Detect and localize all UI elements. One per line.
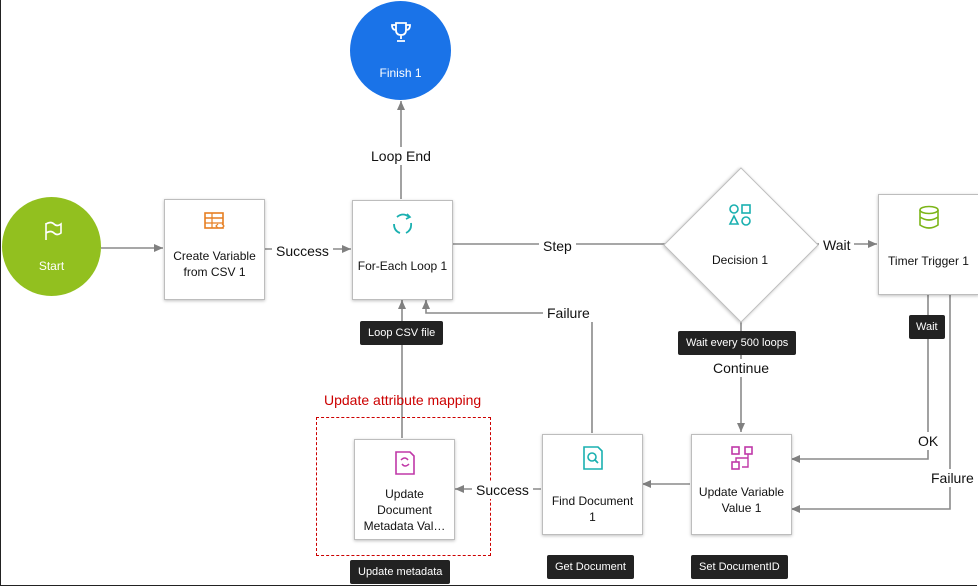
update-variable-label-2: Value 1 <box>721 501 762 515</box>
create-variable-label-2: from CSV 1 <box>183 265 246 279</box>
find-document-label: Find Document 1 <box>551 494 634 524</box>
find-document-node[interactable]: Find Document 1 <box>542 434 643 535</box>
update-document-label-2: Document <box>377 503 432 517</box>
edge-label-success-2: Success <box>472 481 533 499</box>
edge-label-failure-1: Failure <box>543 304 594 322</box>
loop-icon <box>390 211 416 237</box>
tag-loop-csv: Loop CSV file <box>360 321 444 345</box>
edge-label-wait: Wait <box>819 236 855 254</box>
database-icon <box>917 205 941 231</box>
tag-get-document: Get Document <box>547 555 634 579</box>
update-document-label-3: Metadata Val… <box>363 519 446 533</box>
edge-label-failure-2: Failure <box>927 469 978 487</box>
edge-timer-ok <box>791 295 929 463</box>
decision-label: Decision 1 <box>711 253 769 267</box>
update-variable-node[interactable]: Update Variable Value 1 <box>691 434 792 535</box>
start-label: Start <box>38 259 65 273</box>
trophy-icon <box>390 21 412 46</box>
create-variable-node[interactable]: Create Variable from CSV 1 <box>164 199 265 300</box>
edge-find-failure <box>422 300 593 433</box>
update-document-node[interactable]: Update Document Metadata Val… <box>354 439 455 540</box>
edge-label-loop-end: Loop End <box>367 147 435 165</box>
foreach-label: For-Each Loop 1 <box>357 259 448 273</box>
timer-label: Timer Trigger 1 <box>888 254 969 268</box>
tag-wait-every: Wait every 500 loops <box>678 331 797 355</box>
edge-label-step: Step <box>539 237 576 255</box>
finish-label: Finish 1 <box>379 66 422 80</box>
timer-trigger-node[interactable]: Timer Trigger 1 <box>878 194 978 295</box>
flow-icon <box>730 445 754 471</box>
flag-icon <box>41 220 63 245</box>
update-document-label-1: Update <box>385 487 424 501</box>
group-title: Update attribute mapping <box>324 392 482 408</box>
shapes-icon <box>680 203 800 233</box>
edge-label-ok: OK <box>914 432 943 450</box>
create-variable-label-1: Create Variable <box>173 249 256 263</box>
foreach-loop-node[interactable]: For-Each Loop 1 <box>352 200 453 300</box>
edge-label-continue: Continue <box>709 359 774 377</box>
edge-label-success-1: Success <box>272 242 333 260</box>
tag-wait-timer: Wait <box>909 315 945 339</box>
decision-content: Decision 1 <box>680 203 800 267</box>
finish-node[interactable]: Finish 1 <box>350 1 451 100</box>
update-variable-label-1: Update Variable <box>698 485 785 499</box>
tag-update-metadata: Update metadata <box>350 560 451 584</box>
document-refresh-icon <box>393 450 417 476</box>
start-node[interactable]: Start <box>2 197 101 296</box>
document-search-icon <box>581 445 605 471</box>
tag-set-documentid: Set DocumentID <box>691 555 788 579</box>
table-icon <box>203 210 227 236</box>
edge-timer-failure <box>791 295 951 513</box>
